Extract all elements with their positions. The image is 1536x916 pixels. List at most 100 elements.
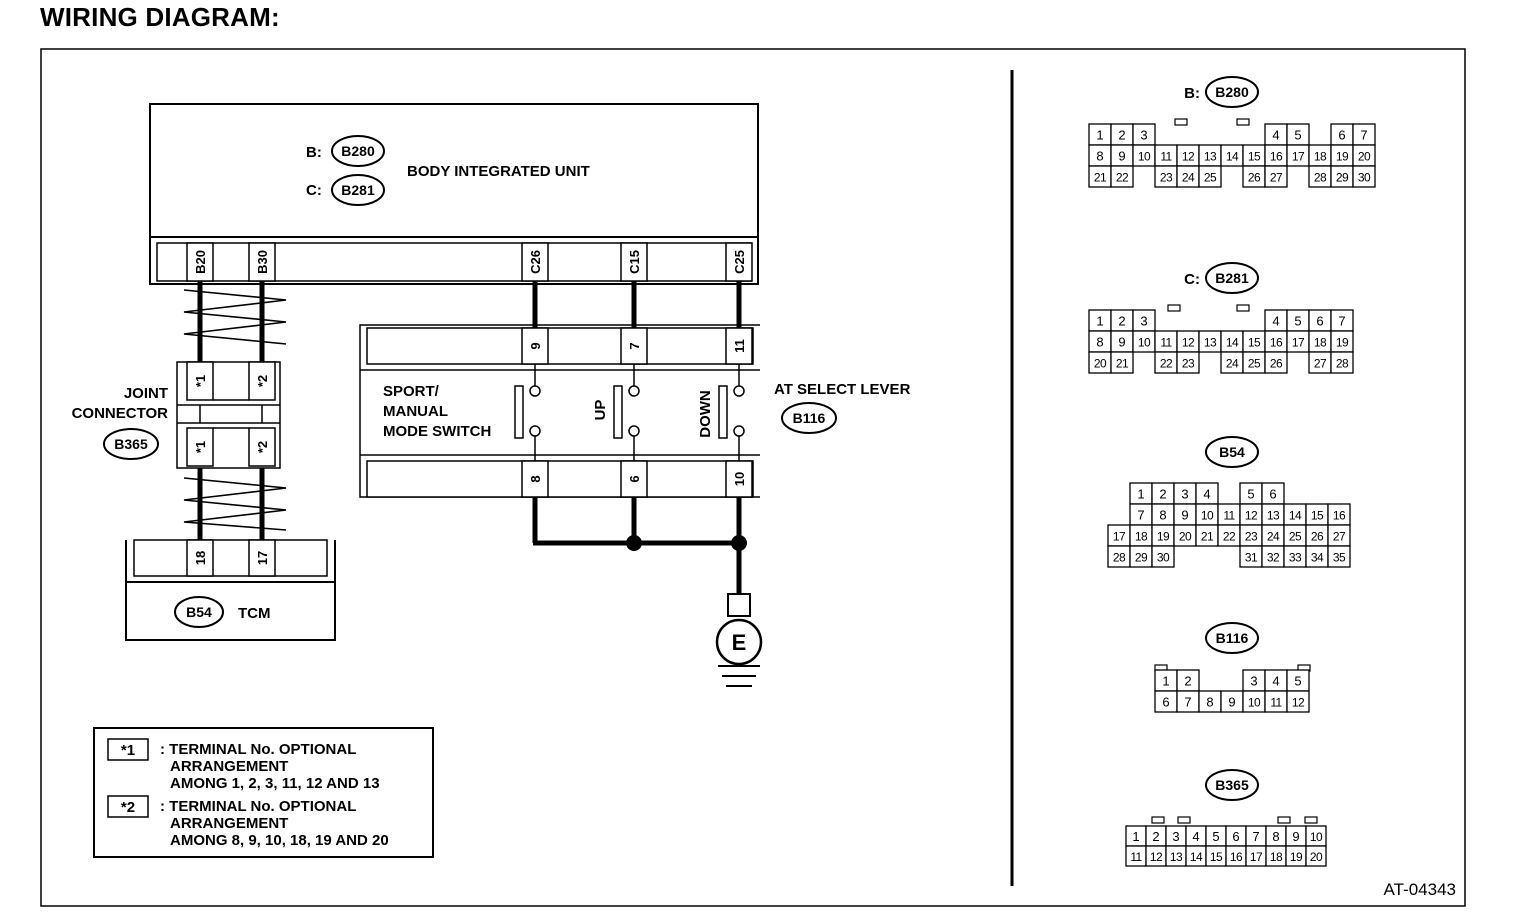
connector-view-name: B54: [1219, 444, 1245, 460]
pin-number: 4: [1192, 829, 1199, 844]
pin-number: 3: [1172, 829, 1179, 844]
pin-number: 9: [1228, 695, 1235, 710]
pin-cell: [1110, 165, 1134, 188]
pin-number: 19: [1157, 530, 1170, 544]
pin-cell: [1264, 351, 1288, 374]
pin-number: 1: [1137, 487, 1144, 502]
connector-latch: [1167, 304, 1181, 312]
at-select-lever: 9 7 11 8 6 10: [359, 281, 911, 498]
pin-number: 27: [1270, 171, 1283, 185]
pin-number: 8: [1206, 695, 1213, 710]
pin-number: 8: [1096, 335, 1103, 350]
connector-tag-b116: [781, 402, 837, 434]
pin-number: 6: [1269, 487, 1276, 502]
pin-number: 13: [1204, 150, 1217, 164]
connector-view-tag: [1205, 436, 1259, 468]
tcm-pin-18: 18: [193, 551, 208, 565]
pin-number: 28: [1314, 171, 1327, 185]
tcm-pin-17: 17: [255, 551, 270, 565]
pin-cell: [1176, 351, 1200, 374]
pin-number: 16: [1333, 509, 1346, 523]
pin-number: 11: [1160, 150, 1172, 164]
pin-number: 8: [1272, 829, 1279, 844]
pin-number: 3: [1250, 674, 1257, 689]
lever-pin-6: 6: [627, 475, 642, 482]
conn-c-prefix: C:: [306, 182, 322, 199]
pin-number: 22: [1223, 530, 1236, 544]
pin-cell: [1151, 545, 1175, 568]
pin-number: 5: [1294, 674, 1301, 689]
pin-number: 15: [1311, 509, 1324, 523]
pin-number: 2: [1118, 314, 1125, 329]
lever-pin-8: 8: [528, 475, 543, 482]
pin-number: 18: [1135, 530, 1148, 544]
pin-number: 22: [1116, 171, 1129, 185]
select-lever-label: AT SELECT LEVER: [774, 381, 911, 398]
pin-number: 2: [1118, 128, 1125, 143]
pin-number: 10: [1138, 336, 1151, 350]
pin-number: 12: [1150, 850, 1163, 864]
pin-number: 8: [1096, 149, 1103, 164]
pin-cell: [1198, 165, 1222, 188]
switch-sport-label-2: MANUAL: [383, 403, 448, 420]
pin-number: 18: [1314, 150, 1327, 164]
pin-number: 6: [1316, 314, 1323, 329]
pin-number: 30: [1157, 551, 1170, 565]
pin-number: 26: [1311, 530, 1324, 544]
pin-number: 12: [1182, 150, 1195, 164]
pin-number: 26: [1270, 357, 1283, 371]
wires-twisted-pair: [183, 281, 287, 540]
pin-number: 11: [1130, 850, 1142, 864]
legend-note2-line2: ARRANGEMENT: [170, 815, 288, 832]
ground-label: E: [732, 630, 747, 655]
legend-box: *1 : TERMINAL No. OPTIONAL ARRANGEMENT A…: [93, 727, 434, 858]
pin-number: 24: [1182, 171, 1195, 185]
pin-number: 10: [1138, 150, 1151, 164]
joint-pin-star2-top: *2: [255, 375, 270, 387]
pin-number: 21: [1201, 530, 1214, 544]
pin-number: 26: [1248, 171, 1261, 185]
pin-cell: [1352, 165, 1376, 188]
pin-number: 29: [1336, 171, 1349, 185]
switch-sport-manual: [514, 364, 541, 461]
pin-number: 2: [1152, 829, 1159, 844]
pin-number: 16: [1270, 150, 1283, 164]
tcm-connector-name: B54: [186, 604, 212, 620]
pin-number: 29: [1135, 551, 1148, 565]
pin-number: 24: [1226, 357, 1239, 371]
joint-pin-star2-bottom: *2: [255, 441, 270, 453]
connector-view-tag: [1205, 769, 1259, 801]
lever-pin-9: 9: [528, 342, 543, 349]
terminal-b30: B30: [255, 250, 270, 274]
pin-number: 30: [1358, 171, 1371, 185]
pin-number: 16: [1270, 336, 1283, 350]
connector-view-name: B281: [1215, 270, 1249, 286]
pin-number: 28: [1113, 551, 1126, 565]
connector-tag-b365: [103, 428, 159, 460]
legend-note2-line3: AMONG 8, 9, 10, 18, 19 AND 20: [170, 832, 389, 849]
pin-number: 2: [1184, 674, 1191, 689]
pin-number: 18: [1314, 336, 1327, 350]
select-lever-connector-name: B116: [793, 410, 826, 426]
switch-sport-label-3: MODE SWITCH: [383, 423, 491, 440]
pin-cell: [1305, 845, 1327, 867]
pin-number: 25: [1248, 357, 1261, 371]
body-unit-label: BODY INTEGRATED UNIT: [407, 163, 590, 180]
pin-number: 9: [1118, 335, 1125, 350]
pin-number: 5: [1247, 487, 1254, 502]
conn-c-name: B281: [341, 182, 375, 198]
lever-pin-10: 10: [732, 472, 747, 486]
terminal-c15: C15: [627, 250, 642, 274]
pin-number: 23: [1245, 530, 1258, 544]
pin-number: 1: [1132, 829, 1139, 844]
page-title: WIRING DIAGRAM:: [40, 2, 280, 32]
pin-number: 14: [1289, 509, 1302, 523]
pin-number: 25: [1289, 530, 1302, 544]
diagram-frame: [40, 48, 1466, 907]
body-integrated-unit: BODY INTEGRATED UNIT B: B280 C: B281 B20…: [149, 103, 759, 285]
connector-view-name: B365: [1215, 777, 1249, 793]
connector-tag-b54: [174, 596, 224, 628]
pin-number: 20: [1358, 150, 1371, 164]
